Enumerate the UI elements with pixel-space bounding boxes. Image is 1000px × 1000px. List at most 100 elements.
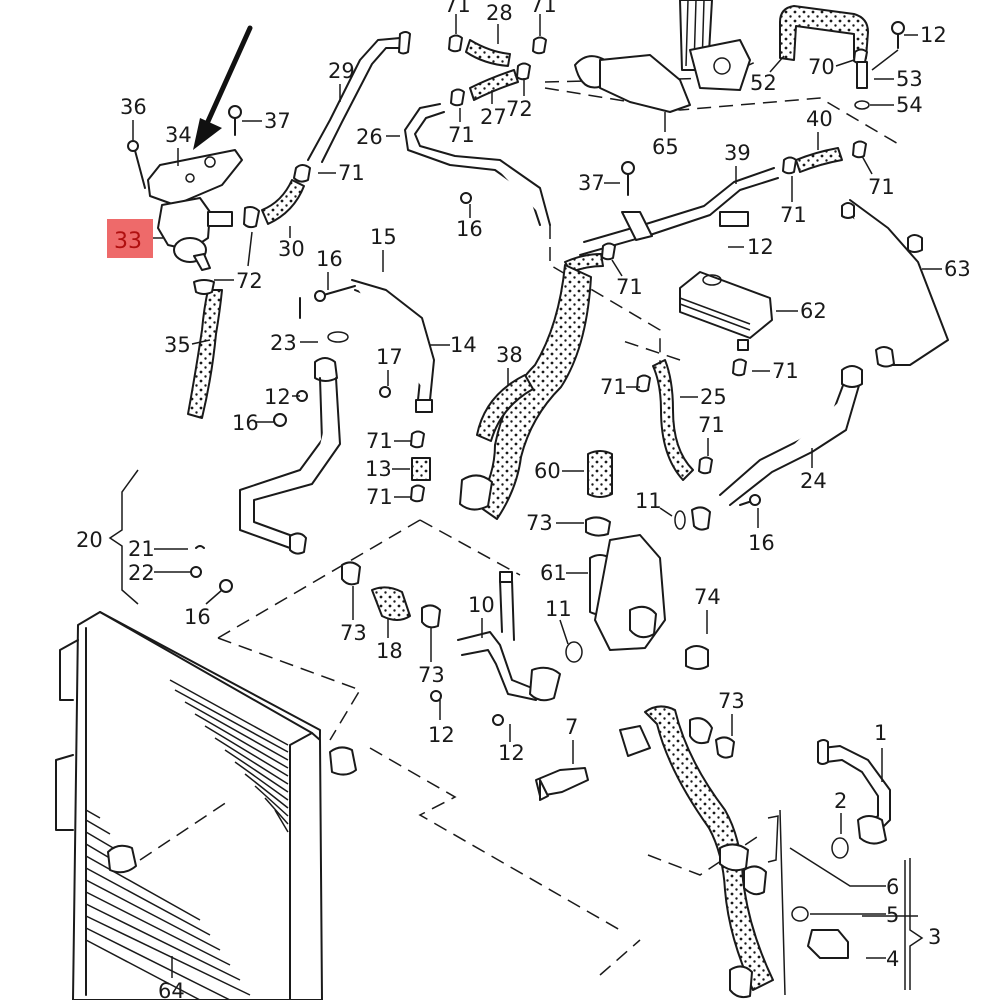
svg-text:4: 4 [886,947,899,971]
callout-72-a: 72 [506,78,533,121]
svg-text:40: 40 [806,107,833,131]
svg-text:27: 27 [480,105,507,129]
svg-text:10: 10 [468,593,495,617]
callout-26: 26 [356,125,400,149]
svg-text:73: 73 [718,689,745,713]
svg-text:37: 37 [578,171,605,195]
hose-set-upper-center [404,34,551,226]
svg-text:7: 7 [565,715,578,739]
callout-74: 74 [694,585,721,634]
callout-16-c: 16 [232,411,274,435]
callout-17: 17 [376,345,403,386]
callout-11-a: 11 [545,597,572,645]
svg-text:74: 74 [694,585,721,609]
callout-71-a: 71 [444,0,471,34]
callout-72-b: 72 [214,231,263,293]
pointer-arrow [193,25,253,150]
callout-15: 15 [370,225,397,272]
svg-text:71: 71 [780,203,807,227]
callout-38: 38 [496,343,523,386]
pipe-24 [719,365,863,506]
callout-52: 52 [750,55,785,95]
callout-73-c: 73 [526,511,584,535]
svg-text:71: 71 [698,413,725,437]
callout-20: 20 [76,469,139,605]
callout-16-d: 16 [184,579,233,629]
callout-39: 39 [724,141,751,184]
svg-text:71: 71 [868,175,895,199]
svg-text:25: 25 [700,385,727,409]
callout-12-b: 12 [728,235,774,259]
callout-61: 61 [540,561,588,585]
svg-text:39: 39 [724,141,751,165]
hose-set-lower-center [341,561,583,726]
callout-37-b: 37 [578,171,620,195]
callout-12-d: 12 [428,700,455,747]
svg-text:12: 12 [428,723,455,747]
svg-text:72: 72 [236,269,263,293]
oil-cooler [679,271,773,351]
svg-text:11: 11 [635,489,662,513]
svg-text:71: 71 [600,375,627,399]
callout-22: 22 [128,561,190,585]
callout-73-d: 73 [718,689,745,736]
hose-set-upper-left [187,31,411,419]
callout-65: 65 [652,112,679,159]
callout-40: 40 [806,107,833,150]
callout-28: 28 [486,1,513,44]
callout-71-e: 71 [861,155,895,199]
callout-2: 2 [834,789,847,834]
svg-text:33: 33 [114,229,142,254]
svg-text:36: 36 [120,95,147,119]
svg-text:28: 28 [486,1,513,25]
callout-18: 18 [376,618,403,663]
svg-text:12: 12 [498,741,525,765]
svg-text:16: 16 [232,411,259,435]
svg-text:73: 73 [526,511,553,535]
callout-11-b: 11 [635,489,673,517]
svg-text:63: 63 [944,257,971,281]
svg-text:3: 3 [928,925,941,949]
svg-text:73: 73 [418,663,445,687]
callout-60: 60 [534,459,584,483]
highlight-box-33 [107,219,153,258]
svg-text:1: 1 [874,721,887,745]
svg-text:71: 71 [530,0,557,17]
callout-71-k: 71 [366,429,412,453]
callout-1: 1 [874,721,887,782]
svg-text:29: 29 [328,59,355,83]
svg-text:71: 71 [338,161,365,185]
callout-73-a: 73 [340,586,367,645]
svg-text:5: 5 [886,903,899,927]
callout-21: 21 [128,537,188,561]
callout-24: 24 [800,448,827,493]
callout-37-a: 37 [242,109,291,133]
svg-text:30: 30 [278,237,305,261]
svg-text:2: 2 [834,789,847,813]
callout-12-a: 12 [904,23,947,47]
svg-text:71: 71 [772,359,799,383]
svg-text:14: 14 [450,333,477,357]
callout-27: 27 [480,90,507,129]
callout-54: 54 [870,93,923,117]
callout-16-b: 16 [316,247,343,290]
svg-text:70: 70 [808,55,835,79]
callout-73-b: 73 [418,628,445,687]
svg-text:6: 6 [886,875,899,899]
callout-23: 23 [270,331,318,355]
svg-text:52: 52 [750,71,777,95]
svg-text:24: 24 [800,469,827,493]
callout-71-g: 71 [611,259,643,299]
svg-text:11: 11 [545,597,572,621]
svg-text:13: 13 [365,457,392,481]
egr-cooler [574,0,751,113]
callout-71-f: 71 [780,176,807,227]
callout-53: 53 [871,49,923,91]
auxiliary-coolant-pump [127,105,243,271]
callout-4: 4 [866,947,899,971]
svg-text:15: 15 [370,225,397,249]
svg-text:17: 17 [376,345,403,369]
svg-text:38: 38 [496,343,523,367]
callout-16-a: 16 [456,192,483,241]
